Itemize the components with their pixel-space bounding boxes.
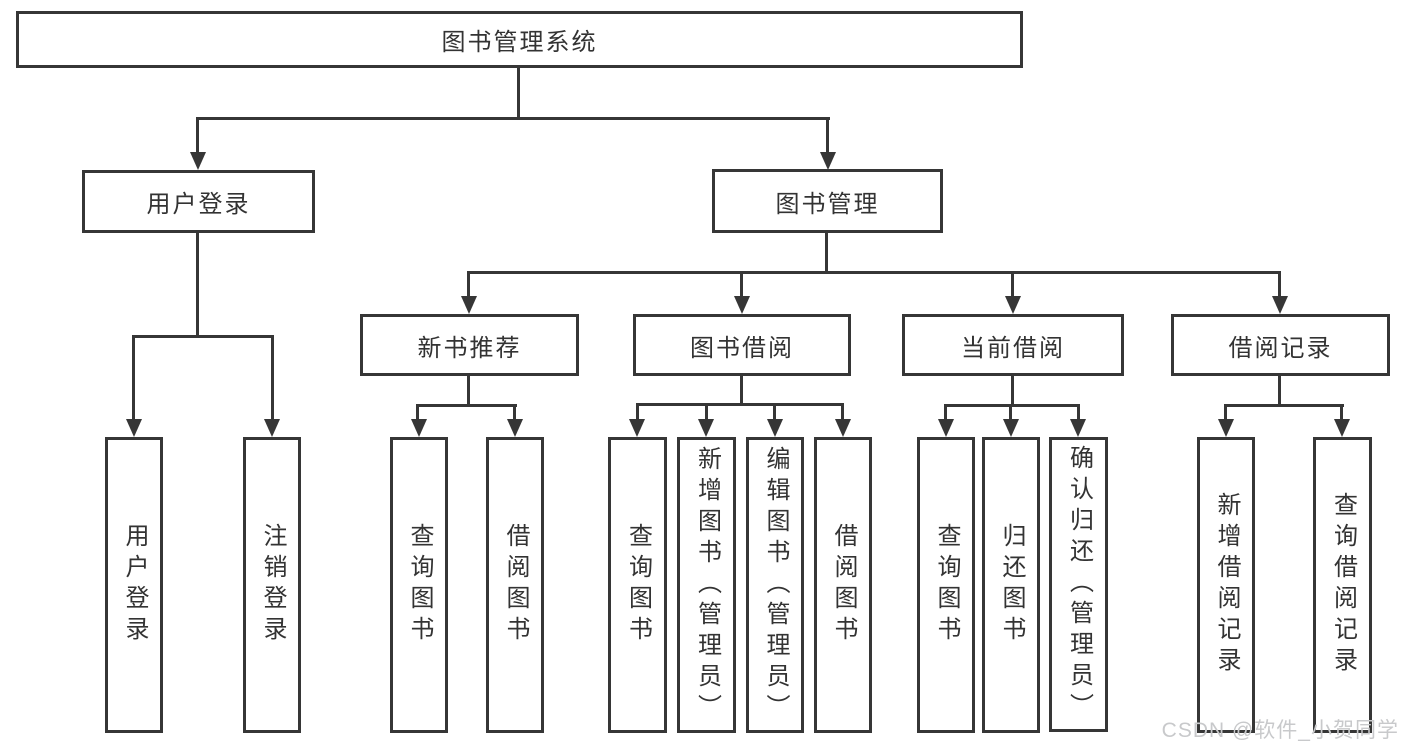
connector-book-mgmt-stem: [825, 233, 828, 274]
connector-cb-drop: [1011, 271, 1014, 298]
connector-rec-rail: [416, 404, 517, 407]
connector-cb-leaf2-drop: [1009, 404, 1012, 421]
arrowhead-login-leaf1-icon: [126, 419, 142, 437]
connector-login-rail: [132, 335, 274, 338]
node-cb-return-books-label: 归还图书: [998, 523, 1025, 647]
node-cb-confirm-return-admin: 确认归还（管理员）: [1049, 437, 1108, 732]
connector-login-leaf2-drop: [271, 335, 274, 421]
node-br-query-record-label: 查询借阅记录: [1329, 492, 1357, 678]
node-user-login: 用户登录: [105, 437, 163, 733]
arrowhead-bb-leaf4-icon: [835, 419, 851, 437]
connector-level2-rail: [197, 117, 830, 120]
connector-rec-leaf1-drop: [416, 404, 419, 421]
arrowhead-br-icon: [1272, 296, 1288, 314]
node-bb-query-books: 查询图书: [608, 437, 667, 733]
connector-login-leaf1-drop: [132, 335, 135, 421]
node-bb-add-books-admin: 新增图书（管理员）: [677, 437, 736, 733]
node-rec-query-books-label: 查询图书: [406, 523, 433, 647]
arrowhead-rec-leaf2-icon: [507, 419, 523, 437]
node-root-label: 图书管理系统: [441, 29, 598, 56]
connector-level3-rail: [467, 271, 1281, 274]
node-rec-query-books: 查询图书: [390, 437, 448, 733]
node-bb-add-books-admin-label: 新增图书（管理员）: [693, 445, 721, 725]
connector-br-leaf1-drop: [1224, 404, 1227, 421]
node-logout: 注销登录: [243, 437, 301, 733]
connector-rec-drop: [467, 271, 470, 298]
node-cb-query-books-label: 查询图书: [933, 523, 960, 647]
node-cb-return-books: 归还图书: [982, 437, 1040, 733]
connector-user-login-drop: [196, 117, 199, 153]
connector-cb-leaf3-drop: [1077, 404, 1080, 421]
node-rec-borrow-books-label: 借阅图书: [502, 523, 529, 647]
node-bb-edit-books-admin-label: 编辑图书（管理员）: [762, 445, 789, 725]
connector-bb-leaf1-drop: [636, 403, 639, 421]
arrowhead-bb-leaf2-icon: [698, 419, 714, 437]
connector-br-leaf2-drop: [1340, 404, 1343, 421]
node-rec-borrow-books: 借阅图书: [486, 437, 544, 733]
node-bb-query-books-label: 查询图书: [624, 523, 652, 647]
node-br-add-record-label: 新增借阅记录: [1213, 492, 1240, 678]
node-borrowing-records-label: 借阅记录: [1228, 334, 1333, 362]
node-current-borrowing: 当前借阅: [902, 314, 1124, 376]
node-book-management: 图书管理: [712, 169, 943, 233]
connector-bb-leaf2-drop: [705, 403, 708, 421]
arrowhead-br-leaf2-icon: [1334, 419, 1350, 437]
connector-rec-stem: [467, 376, 470, 407]
connector-cb-rail: [944, 404, 1080, 407]
connector-bb-rail: [636, 403, 844, 406]
node-current-borrowing-label: 当前借阅: [961, 334, 1065, 362]
arrowhead-book-mgmt-icon: [820, 152, 836, 170]
arrowhead-login-leaf2-icon: [264, 419, 280, 437]
node-book-management-label: 图书管理: [775, 190, 880, 218]
node-br-query-record: 查询借阅记录: [1313, 437, 1372, 733]
node-bb-borrow-books-label: 借阅图书: [830, 523, 857, 647]
arrowhead-cb-leaf1-icon: [938, 419, 954, 437]
arrowhead-rec-leaf1-icon: [411, 419, 427, 437]
connector-br-stem: [1278, 376, 1281, 407]
node-borrowing-records: 借阅记录: [1171, 314, 1390, 376]
node-br-add-record: 新增借阅记录: [1197, 437, 1255, 733]
node-cb-query-books: 查询图书: [917, 437, 975, 733]
node-bb-borrow-books: 借阅图书: [814, 437, 872, 733]
node-bb-edit-books-admin: 编辑图书（管理员）: [746, 437, 804, 733]
node-user-login-group-label: 用户登录: [146, 191, 251, 218]
connector-root-stem: [517, 68, 520, 120]
connector-rec-leaf2-drop: [513, 404, 516, 421]
connector-br-drop: [1278, 271, 1281, 298]
arrowhead-br-leaf1-icon: [1218, 419, 1234, 437]
node-cb-confirm-return-admin-label: 确认归还（管理员）: [1065, 445, 1093, 724]
arrowhead-bb-icon: [734, 296, 750, 314]
node-book-borrowing-label: 图书借阅: [690, 334, 794, 362]
node-logout-label: 注销登录: [259, 523, 286, 647]
node-book-borrowing: 图书借阅: [633, 314, 851, 376]
connector-br-rail: [1224, 404, 1344, 407]
connector-book-mgmt-drop: [826, 117, 829, 153]
node-new-book-recommendation-label: 新书推荐: [417, 334, 522, 362]
connector-bb-stem: [740, 376, 743, 406]
connector-bb-leaf3-drop: [773, 403, 776, 421]
connector-bb-leaf4-drop: [841, 403, 844, 421]
arrowhead-cb-leaf3-icon: [1070, 419, 1086, 437]
arrowhead-rec-icon: [461, 296, 477, 314]
node-user-login-group: 用户登录: [82, 170, 315, 233]
arrowhead-cb-leaf2-icon: [1003, 419, 1019, 437]
arrowhead-user-login-icon: [190, 152, 206, 170]
node-root: 图书管理系统: [16, 11, 1023, 68]
node-user-login-label: 用户登录: [121, 523, 148, 647]
connector-login-group-stem: [196, 233, 199, 338]
arrowhead-bb-leaf3-icon: [767, 419, 783, 437]
connector-bb-drop: [740, 271, 743, 298]
connector-cb-leaf1-drop: [944, 404, 947, 421]
connector-cb-stem: [1011, 376, 1014, 407]
arrowhead-cb-icon: [1005, 296, 1021, 314]
watermark: CSDN @软件_小贺同学: [1161, 719, 1399, 742]
arrowhead-bb-leaf1-icon: [629, 419, 645, 437]
node-new-book-recommendation: 新书推荐: [360, 314, 579, 376]
